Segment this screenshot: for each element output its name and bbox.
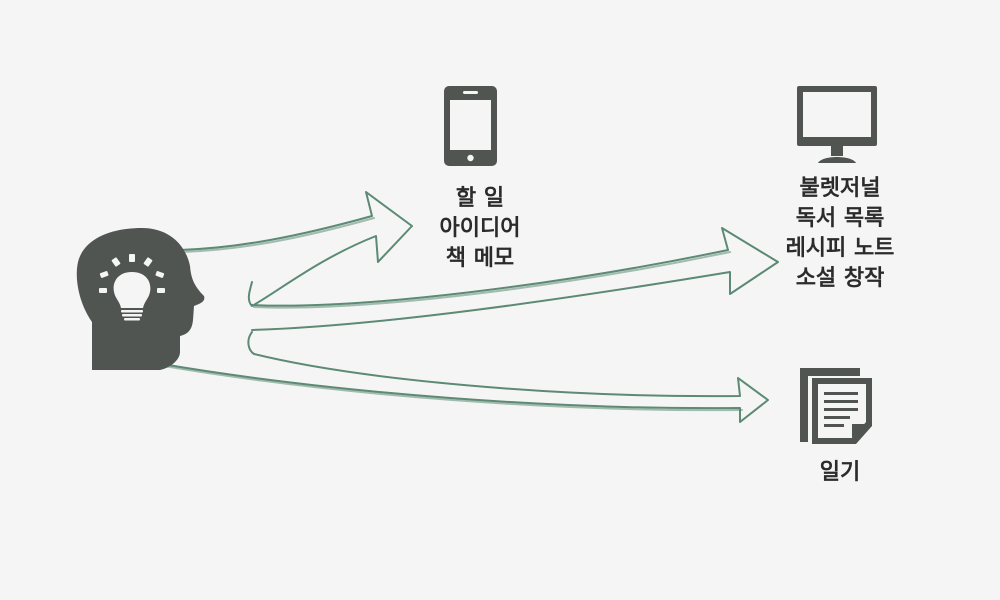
phone-item: 아이디어 [439,216,521,241]
document-label: 일기 [760,458,920,488]
lightbulb-icon [99,254,165,321]
smartphone-icon [444,86,497,166]
monitor-item: 불렛저널 [799,176,881,201]
monitor-label: 불렛저널 독서 목록 레시피 노트 소설 창작 [760,174,920,294]
document-item: 일기 [819,460,861,485]
phone-item: 할 일 [455,186,505,211]
monitor-icon [797,86,877,163]
arrow-to-phone [179,191,413,307]
monitor-item: 독서 목록 [795,206,885,231]
phone-item: 책 메모 [445,246,515,271]
document-stack-icon [800,368,872,444]
monitor-item: 소설 창작 [795,266,885,291]
head-with-lightbulb-icon [76,228,205,370]
arrow-to-document [161,331,769,423]
arrow-to-monitor [251,227,779,331]
monitor-item: 레시피 노트 [785,236,895,261]
phone-label: 할 일 아이디어 책 메모 [400,184,560,274]
